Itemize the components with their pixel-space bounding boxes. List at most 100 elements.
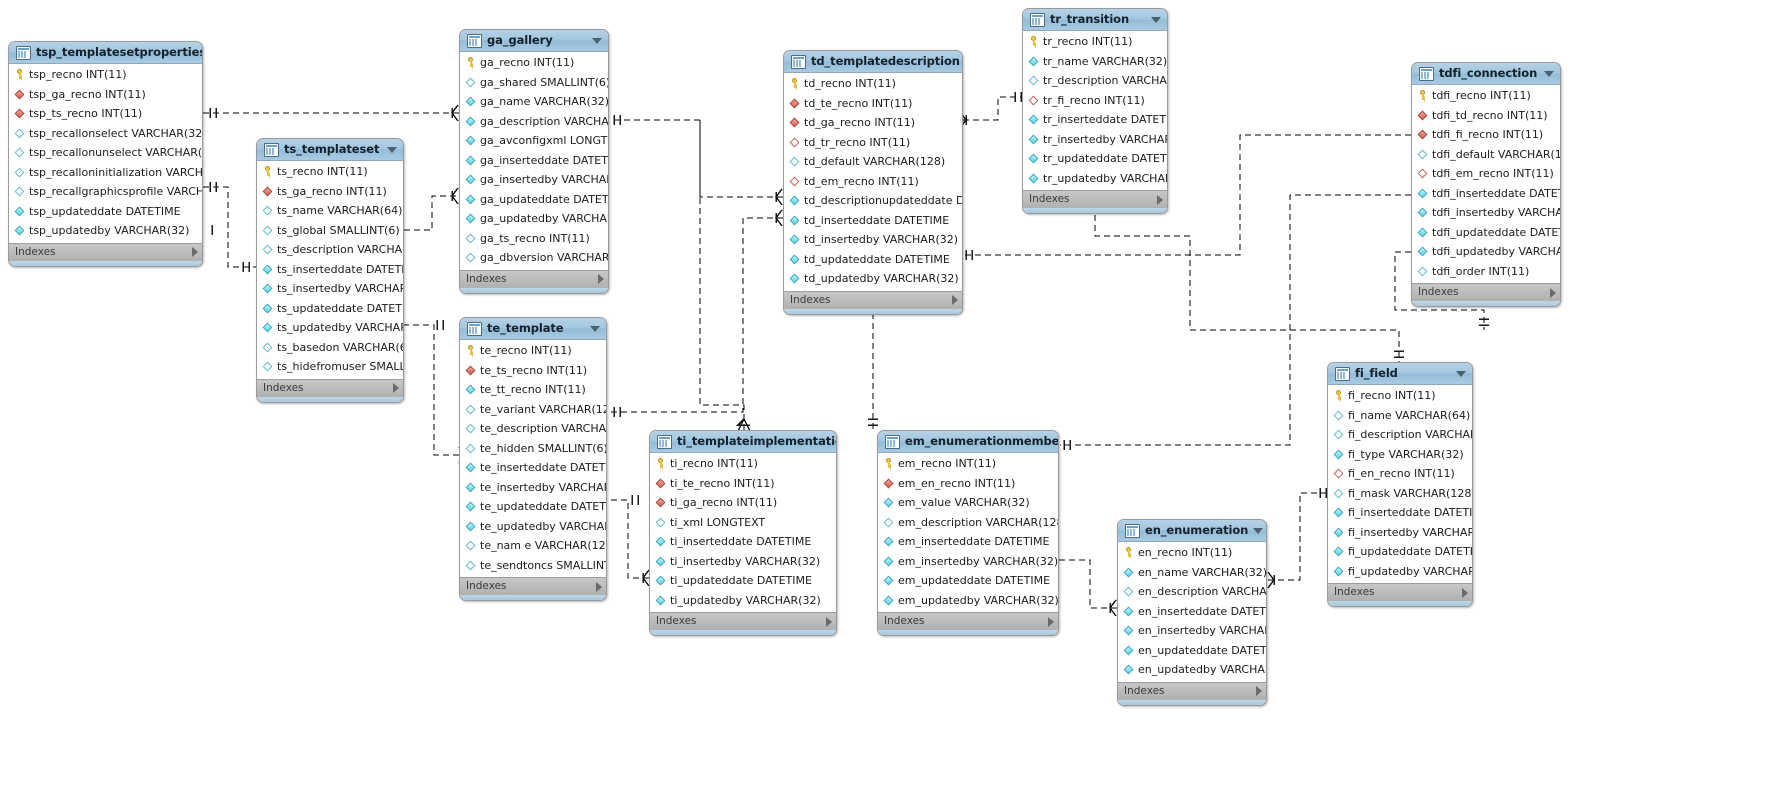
- column-row[interactable]: td_tr_recno INT(11): [784, 133, 962, 153]
- column-row[interactable]: ti_ga_recno INT(11): [650, 493, 836, 513]
- column-row[interactable]: tr_inserteddate DATETIME: [1023, 110, 1167, 130]
- column-row[interactable]: en_description VARCHAR(128): [1118, 582, 1266, 602]
- column-row[interactable]: em_value VARCHAR(32): [878, 493, 1058, 513]
- column-row[interactable]: ga_name VARCHAR(32): [460, 92, 608, 112]
- column-row[interactable]: ga_ts_recno INT(11): [460, 229, 608, 249]
- indexes-section[interactable]: Indexes: [257, 378, 403, 397]
- indexes-section[interactable]: Indexes: [1118, 681, 1266, 700]
- column-row[interactable]: ti_updatedby VARCHAR(32): [650, 591, 836, 611]
- column-row[interactable]: te_inserteddate DATETIME: [460, 458, 606, 478]
- chevron-down-icon[interactable]: [1544, 70, 1554, 77]
- column-row[interactable]: ts_recno INT(11): [257, 162, 403, 182]
- chevron-down-icon[interactable]: [387, 146, 397, 153]
- expand-arrow-icon[interactable]: [1256, 686, 1262, 696]
- column-row[interactable]: en_updatedby VARCHAR(32): [1118, 660, 1266, 680]
- column-row[interactable]: te_recno INT(11): [460, 341, 606, 361]
- column-row[interactable]: tdfi_order INT(11): [1412, 262, 1560, 282]
- column-row[interactable]: en_insertedby VARCHAR(32): [1118, 621, 1266, 641]
- column-row[interactable]: tdfi_td_recno INT(11): [1412, 106, 1560, 126]
- column-row[interactable]: ga_recno INT(11): [460, 53, 608, 73]
- column-row[interactable]: te_updatedby VARCHAR(32): [460, 517, 606, 537]
- column-row[interactable]: ts_description VARCHAR(128): [257, 240, 403, 260]
- table-header[interactable]: ga_gallery: [460, 30, 608, 52]
- column-row[interactable]: te_hidden SMALLINT(6): [460, 439, 606, 459]
- expand-arrow-icon[interactable]: [1462, 587, 1468, 598]
- column-row[interactable]: td_insertedby VARCHAR(32): [784, 230, 962, 250]
- expand-arrow-icon[interactable]: [1048, 616, 1054, 627]
- indexes-section[interactable]: Indexes: [650, 612, 836, 630]
- column-row[interactable]: tdfi_updatedby VARCHAR(32): [1412, 242, 1560, 262]
- table-header[interactable]: ti_templateimplementation: [650, 431, 836, 453]
- column-row[interactable]: te_ts_recno INT(11): [460, 361, 606, 381]
- column-row[interactable]: ti_inserteddate DATETIME: [650, 532, 836, 552]
- column-row[interactable]: ts_name VARCHAR(64): [257, 201, 403, 221]
- indexes-section[interactable]: Indexes: [9, 242, 202, 261]
- column-row[interactable]: fi_insertedby VARCHAR(32): [1328, 523, 1472, 543]
- column-row[interactable]: tr_name VARCHAR(32): [1023, 52, 1167, 72]
- column-row[interactable]: ga_description VARCHAR(128): [460, 112, 608, 132]
- column-row[interactable]: tsp_ts_recno INT(11): [9, 104, 202, 124]
- column-row[interactable]: tsp_recallonselect VARCHAR(32): [9, 124, 202, 144]
- column-row[interactable]: en_updateddate DATETIME: [1118, 641, 1266, 661]
- column-row[interactable]: en_inserteddate DATETIME: [1118, 602, 1266, 622]
- column-row[interactable]: td_descriptionupdateddate DATETIME: [784, 191, 962, 211]
- column-row[interactable]: ts_updateddate DATETIME: [257, 299, 403, 319]
- column-row[interactable]: ga_inserteddate DATETIME: [460, 151, 608, 171]
- column-row[interactable]: ti_insertedby VARCHAR(32): [650, 552, 836, 572]
- chevron-down-icon[interactable]: [1253, 527, 1264, 534]
- expand-arrow-icon[interactable]: [1157, 194, 1163, 205]
- indexes-section[interactable]: Indexes: [784, 290, 962, 309]
- column-row[interactable]: td_te_recno INT(11): [784, 94, 962, 114]
- column-row[interactable]: te_tt_recno INT(11): [460, 380, 606, 400]
- column-row[interactable]: td_updateddate DATETIME: [784, 250, 962, 270]
- column-row[interactable]: ga_avconfigxml LONGTEXT: [460, 131, 608, 151]
- column-row[interactable]: tsp_ga_recno INT(11): [9, 85, 202, 105]
- column-row[interactable]: en_recno INT(11): [1118, 543, 1266, 563]
- column-row[interactable]: ga_updateddate DATETIME: [460, 190, 608, 210]
- indexes-section[interactable]: Indexes: [1328, 583, 1472, 601]
- column-row[interactable]: td_ga_recno INT(11): [784, 113, 962, 133]
- column-row[interactable]: te_variant VARCHAR(128): [460, 400, 606, 420]
- column-row[interactable]: fi_mask VARCHAR(128): [1328, 484, 1472, 504]
- table-header[interactable]: te_template: [460, 318, 606, 340]
- column-row[interactable]: fi_inserteddate DATETIME: [1328, 503, 1472, 523]
- column-row[interactable]: tsp_recallgraphicsprofile VARCHAR(64): [9, 182, 202, 202]
- column-row[interactable]: em_updateddate DATETIME: [878, 571, 1058, 591]
- column-row[interactable]: en_name VARCHAR(32): [1118, 563, 1266, 583]
- table-header[interactable]: ts_templateset: [257, 139, 403, 161]
- table-header[interactable]: tr_transition: [1023, 9, 1167, 31]
- column-row[interactable]: ts_basedon VARCHAR(64): [257, 338, 403, 358]
- column-row[interactable]: tsp_updatedby VARCHAR(32): [9, 221, 202, 241]
- chevron-down-icon[interactable]: [590, 325, 600, 332]
- column-row[interactable]: tdfi_insertedby VARCHAR(32): [1412, 203, 1560, 223]
- column-row[interactable]: em_description VARCHAR(128): [878, 513, 1058, 533]
- column-row[interactable]: tr_updatedby VARCHAR(32): [1023, 169, 1167, 189]
- column-row[interactable]: ti_recno INT(11): [650, 454, 836, 474]
- column-row[interactable]: tsp_updateddate DATETIME: [9, 202, 202, 222]
- column-row[interactable]: em_insertedby VARCHAR(32): [878, 552, 1058, 572]
- indexes-section[interactable]: Indexes: [460, 269, 608, 288]
- column-row[interactable]: tdfi_inserteddate DATETIME: [1412, 184, 1560, 204]
- column-row[interactable]: te_nam e VARCHAR(128): [460, 536, 606, 556]
- column-row[interactable]: em_en_recno INT(11): [878, 474, 1058, 494]
- column-row[interactable]: tsp_recno INT(11): [9, 65, 202, 85]
- table-header[interactable]: td_templatedescription: [784, 51, 962, 73]
- chevron-down-icon[interactable]: [1151, 16, 1161, 23]
- column-row[interactable]: tr_updateddate DATETIME: [1023, 149, 1167, 169]
- column-row[interactable]: te_insertedby VARCHAR(32): [460, 478, 606, 498]
- table-header[interactable]: tsp_templatesetproperties: [9, 42, 202, 64]
- column-row[interactable]: ga_shared SMALLINT(6): [460, 73, 608, 93]
- column-row[interactable]: ts_global SMALLINT(6): [257, 221, 403, 241]
- column-row[interactable]: td_recno INT(11): [784, 74, 962, 94]
- column-row[interactable]: fi_updateddate DATETIME: [1328, 542, 1472, 562]
- expand-arrow-icon[interactable]: [393, 383, 399, 393]
- column-row[interactable]: fi_en_recno INT(11): [1328, 464, 1472, 484]
- column-row[interactable]: ti_te_recno INT(11): [650, 474, 836, 494]
